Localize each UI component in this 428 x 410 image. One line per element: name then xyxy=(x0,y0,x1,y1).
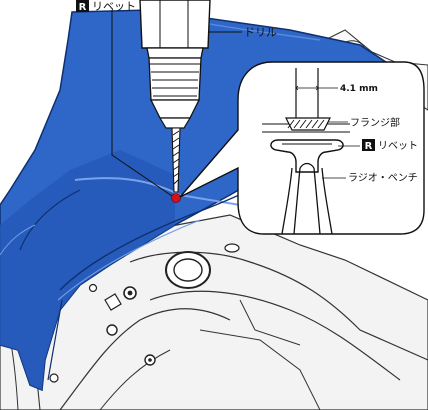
label-rivet-detail: リベット xyxy=(378,140,418,152)
label-flange: フランジ部 xyxy=(350,116,400,129)
frame-bolt xyxy=(106,324,118,336)
frame-bolt xyxy=(88,283,98,293)
frame-hole-large xyxy=(165,251,211,289)
label-rivet-top: リベット xyxy=(92,0,136,13)
frame-hole-small xyxy=(224,243,240,253)
detail-rivet-badge: R xyxy=(362,139,375,152)
frame-bolt xyxy=(49,373,59,383)
frame-bolt xyxy=(127,290,133,296)
rivet-leader-line xyxy=(111,10,173,197)
rivet-badge: R xyxy=(76,0,89,13)
detail-callout: 4.1 mm フランジ部 R リベット ラジオ・ペンチ xyxy=(179,61,425,235)
rivet-location-marker xyxy=(171,193,181,203)
label-dimension: 4.1 mm xyxy=(340,84,378,94)
label-drill: ドリル xyxy=(244,26,277,39)
svg-text:R: R xyxy=(365,141,373,152)
label-pliers: ラジオ・ペンチ xyxy=(348,172,418,184)
svg-text:R: R xyxy=(79,2,87,13)
drill-tool xyxy=(139,0,211,193)
frame-bolt xyxy=(148,358,152,362)
